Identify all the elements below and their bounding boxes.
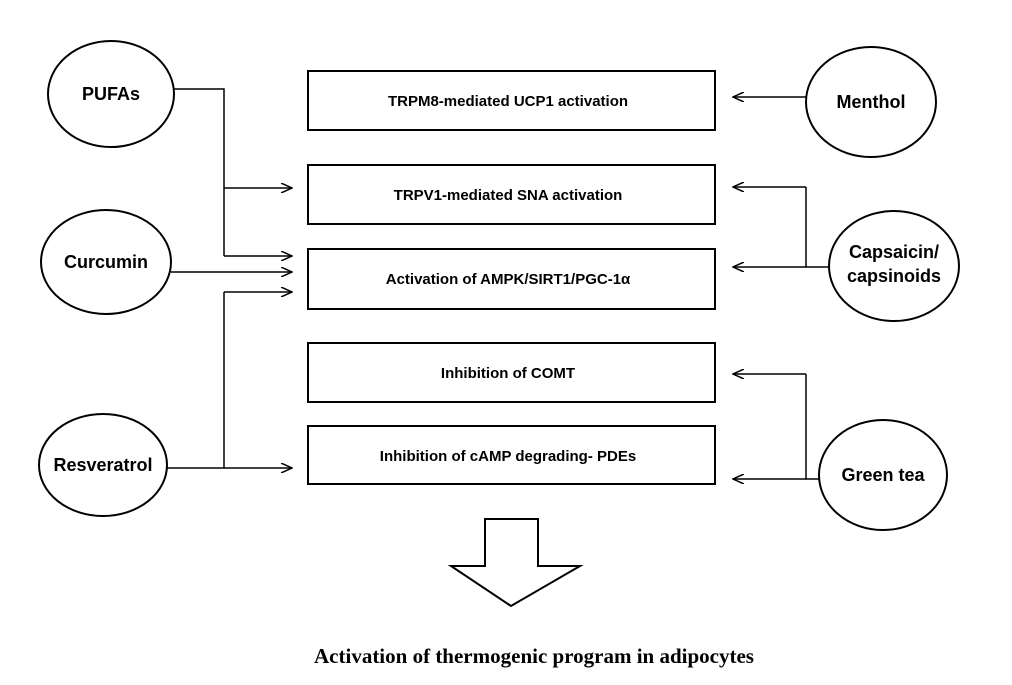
connector-resveratrol xyxy=(167,292,225,469)
oval-curcumin: Curcumin xyxy=(40,209,172,315)
outcome-label: Activation of thermogenic program in adi… xyxy=(314,644,754,668)
connectors-left xyxy=(167,88,292,469)
box-comt-label: Inhibition of COMT xyxy=(441,365,575,382)
oval-menthol-label: Menthol xyxy=(837,92,906,112)
connectors-right xyxy=(733,97,829,479)
oval-capsaicin-label-line2: capsinoids xyxy=(847,266,941,286)
oval-capsaicin-label-line1: Capsaicin/ xyxy=(849,242,939,262)
box-trpm8-label: TRPM8-mediated UCP1 activation xyxy=(388,93,628,110)
connector-green-tea xyxy=(805,374,819,480)
box-pde: Inhibition of cAMP degrading- PDEs xyxy=(307,425,716,485)
oval-curcumin-label: Curcumin xyxy=(64,252,148,272)
oval-capsaicin: Capsaicin/ capsinoids xyxy=(828,210,960,322)
box-ampk: Activation of AMPK/SIRT1/PGC-1α xyxy=(307,248,716,310)
box-pde-label: Inhibition of cAMP degrading- PDEs xyxy=(380,448,636,465)
oval-green-tea-label: Green tea xyxy=(841,465,925,485)
oval-green-tea: Green tea xyxy=(818,419,948,531)
oval-pufas: PUFAs xyxy=(47,40,175,148)
oval-menthol: Menthol xyxy=(805,46,937,158)
box-trpm8: TRPM8-mediated UCP1 activation xyxy=(307,70,716,131)
connector-pufas xyxy=(174,88,225,256)
box-ampk-label: Activation of AMPK/SIRT1/PGC-1α xyxy=(386,271,631,288)
oval-resveratrol-label: Resveratrol xyxy=(53,455,152,475)
connector-capsaicin xyxy=(805,187,829,268)
oval-pufas-label: PUFAs xyxy=(82,84,140,104)
box-trpv1-label: TRPV1-mediated SNA activation xyxy=(394,187,623,204)
oval-resveratrol: Resveratrol xyxy=(38,413,168,517)
box-trpv1: TRPV1-mediated SNA activation xyxy=(307,164,716,225)
down-arrow-icon xyxy=(447,518,584,608)
box-comt: Inhibition of COMT xyxy=(307,342,716,403)
